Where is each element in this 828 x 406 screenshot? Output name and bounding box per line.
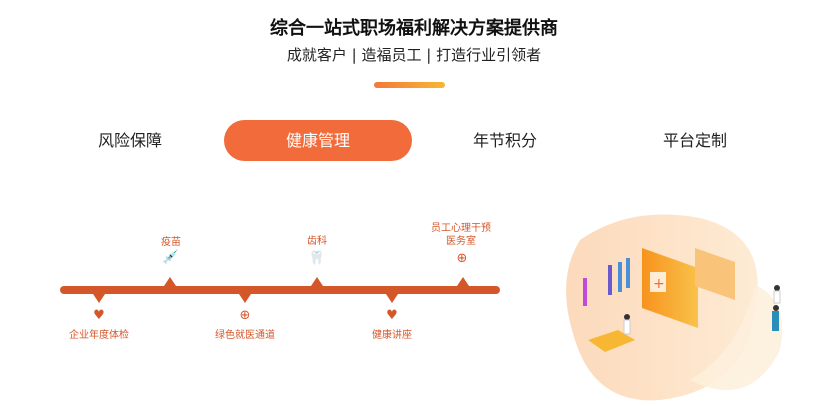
tab-risk-protection[interactable]: 风险保障 — [97, 131, 162, 150]
timeline-label-vaccine: 疫苗 — [161, 237, 181, 248]
timeline-label-health-lecture: 健康讲座 — [372, 330, 412, 341]
monitor-icon: + — [642, 248, 698, 328]
timeline-label-psych-line2: 医务室 — [446, 236, 476, 247]
heart-icon: ♥ — [386, 308, 398, 323]
timeline-label-checkup: 企业年度体检 — [69, 330, 129, 341]
title-underline — [374, 82, 445, 88]
syringe-icon: 💉 — [162, 250, 180, 265]
test-tubes-icon — [583, 258, 630, 306]
heart-icon: ♥ — [93, 308, 105, 323]
timeline-marker-down — [93, 294, 105, 303]
page-subtitle: 成就客户 | 造福员工 | 打造行业引领者 — [286, 46, 542, 64]
timeline-marker-down — [239, 294, 251, 303]
timeline-bar — [60, 286, 500, 294]
tooth-icon: 🦷 — [308, 251, 326, 266]
doctor-figure — [772, 305, 779, 331]
svg-text:+: + — [653, 276, 665, 292]
location-plus-icon: ⊕ — [456, 251, 468, 266]
timeline-label-psych-line1: 员工心理干预 — [431, 223, 491, 234]
page-title: 综合一站式职场福利解决方案提供商 — [270, 18, 558, 39]
location-plus-icon: ⊕ — [239, 308, 251, 323]
tab-platform-custom[interactable]: 平台定制 — [662, 131, 727, 150]
timeline-label-green-channel: 绿色就医通道 — [215, 330, 275, 341]
doctor-figure — [773, 285, 781, 304]
timeline-marker-down — [386, 294, 398, 303]
tab-holiday-points[interactable]: 年节积分 — [472, 131, 537, 150]
tab-health-management[interactable]: 健康管理 — [224, 120, 412, 161]
medical-illustration: + — [566, 214, 783, 401]
timeline-marker-up — [164, 277, 176, 286]
medical-kit-icon — [695, 248, 735, 300]
timeline-label-dental: 齿科 — [307, 236, 327, 247]
timeline-marker-up — [311, 277, 323, 286]
doctor-figure — [623, 314, 631, 335]
timeline-marker-up — [457, 277, 469, 286]
